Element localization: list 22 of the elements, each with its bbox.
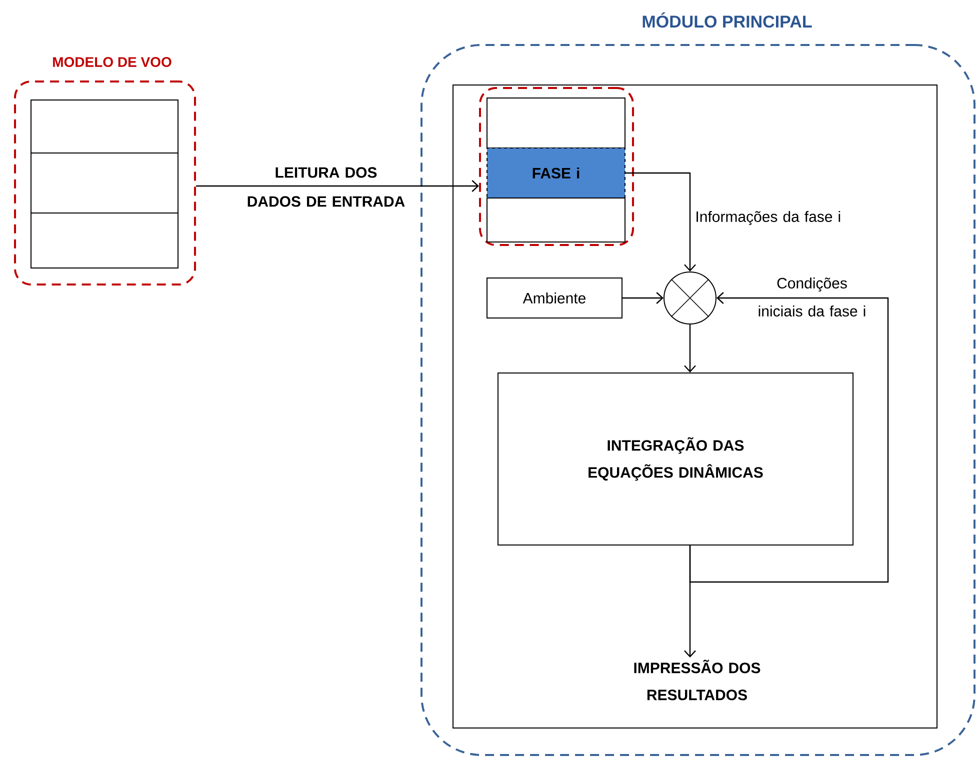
group-title: MÓDULO PRINCIPAL — [642, 12, 812, 28]
edge-label: Condições iniciais da fase i — [758, 278, 866, 316]
arrow — [196, 180, 479, 192]
edge-label: LEITURA DOS DADOS DE ENTRADA — [248, 167, 405, 207]
process-box: INTEGRAÇÃO DAS EQUAÇÕES DINÂMICAS — [498, 372, 854, 546]
arrow — [622, 292, 664, 304]
edge-label: Informações da fase i — [696, 210, 840, 226]
process-box: Ambiente — [486, 278, 622, 318]
dashed-group-frame — [479, 87, 634, 246]
group-title: MODELO DE VOO — [53, 57, 172, 67]
table-row — [30, 212, 178, 268]
table-row — [30, 100, 178, 154]
table-row — [486, 98, 626, 148]
summing-junction — [664, 272, 716, 324]
panel-frame — [452, 84, 938, 728]
table-row — [486, 198, 626, 242]
table-row: FASE i — [486, 148, 626, 198]
output-text: IMPRESSÃO DOS RESULTADOS — [634, 660, 760, 700]
table-row — [30, 152, 178, 214]
arrow — [684, 324, 696, 372]
arrow — [626, 172, 696, 272]
arrow — [689, 292, 889, 583]
